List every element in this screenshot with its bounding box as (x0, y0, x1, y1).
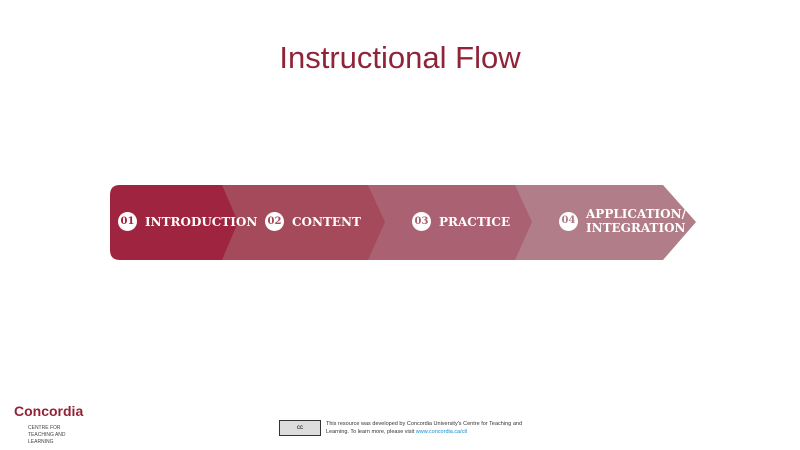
step-number: 04 (559, 211, 578, 231)
step-label: PRACTICE (439, 214, 511, 229)
note-text: This resource was developed by Concordia… (326, 421, 522, 435)
step-label: APPLICATION/ INTEGRATION (586, 207, 686, 235)
unit-name: CENTRE FOR TEACHING AND LEARNING (28, 425, 66, 445)
ctl-link[interactable]: www.concordia.ca/ctl (415, 429, 468, 435)
step-4: 04 APPLICATION/ INTEGRATION (559, 207, 686, 235)
step-1: 01 INTRODUCTION (118, 212, 257, 231)
step-2: 02 CONTENT (265, 212, 361, 231)
step-number: 03 (412, 212, 431, 231)
cc-by-nc-sa-icon: cc (279, 420, 321, 436)
step-label: CONTENT (292, 214, 361, 229)
step-number: 01 (118, 212, 137, 231)
chevron-step-4 (500, 185, 696, 260)
slide-title: Instructional Flow (279, 40, 521, 75)
chevron-step-3 (360, 185, 532, 260)
logo-text: Concordia (14, 403, 84, 419)
step-label: INTRODUCTION (145, 214, 258, 229)
step-number: 02 (265, 212, 284, 231)
concordia-logo: Concordia CENTRE FOR TEACHING AND LEARNI… (14, 403, 83, 446)
step-3: 03 PRACTICE (412, 212, 510, 231)
chevron-step-2 (210, 185, 385, 260)
footer-note: This resource was developed by Concordia… (326, 420, 522, 436)
chevron-step-1 (110, 185, 238, 260)
